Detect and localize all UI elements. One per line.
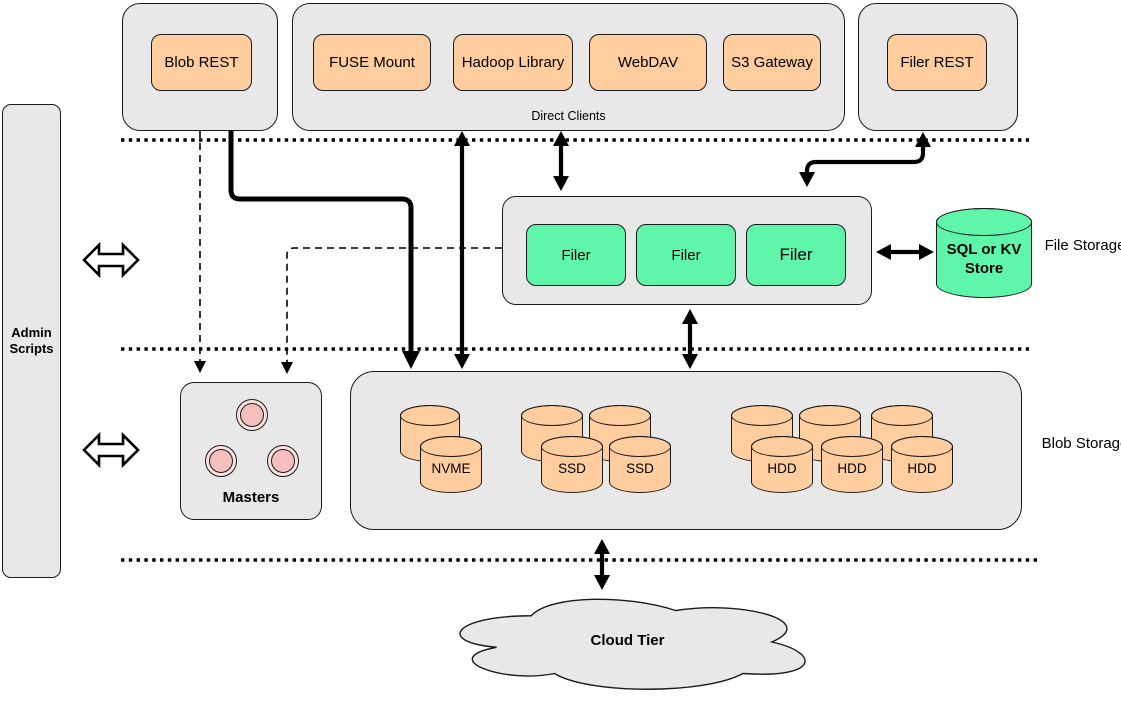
blob-storage-tier-label: Blob Storage (1041, 435, 1121, 452)
sql-kv-store-cylinder-icon: SQL or KV Store (935, 207, 1033, 298)
double-arrow-clients-blobstorage (454, 131, 470, 369)
master-node-icon (267, 445, 299, 477)
nvme-volume-cylinder-icon: NVME (419, 435, 483, 493)
webdav-node: WebDAV (589, 34, 707, 91)
masters-group: Masters (180, 382, 322, 520)
hadoop-library-node: Hadoop Library (453, 34, 573, 91)
blob-rest-group: Blob REST (122, 3, 278, 131)
filer-group: Filer Filer Filer (502, 196, 872, 305)
admin-file-tier-double-arrow-icon (82, 242, 140, 278)
admin-scripts-panel: Admin Scripts (2, 104, 61, 578)
sql-kv-store-label: SQL or KV Store (946, 241, 1022, 277)
hdd-label: HDD (907, 461, 937, 476)
filer-rest-node: Filer REST (887, 34, 987, 91)
double-arrow-clients-filer (553, 131, 569, 191)
arrow-blobrest-to-blobstorage (228, 130, 420, 369)
blob-storage-group: NVME SSD SSD HDD HDD HDD (350, 371, 1022, 530)
hdd-volume-cylinder-icon: HDD (750, 435, 814, 493)
ssd-volume-cylinder-icon: SSD (608, 435, 672, 493)
double-arrow-filerrest-filer (799, 132, 931, 187)
cloud-tier-shape: Cloud Tier (435, 588, 820, 696)
file-storage-tier-label: File Storage (1044, 237, 1121, 254)
filer-node-1: Filer (526, 224, 626, 286)
double-arrow-blobstorage-cloud (594, 539, 610, 590)
direct-clients-caption: Direct Clients (531, 109, 606, 123)
admin-blob-tier-double-arrow-icon (82, 432, 140, 468)
hdd-volume-cylinder-icon: HDD (820, 435, 884, 493)
blob-rest-node: Blob REST (151, 34, 252, 91)
ssd-volume-cylinder-icon: SSD (540, 435, 604, 493)
hdd-volume-cylinder-icon: HDD (890, 435, 954, 493)
filer-rest-group: Filer REST (858, 3, 1018, 131)
cloud-icon (459, 598, 806, 690)
masters-label: Masters (222, 489, 280, 506)
s3-gateway-node: S3 Gateway (723, 34, 821, 91)
double-arrow-filer-blobstorage (682, 309, 698, 369)
ssd-label: SSD (626, 461, 654, 476)
hdd-label: HDD (837, 461, 867, 476)
double-arrow-filer-sqlstore (876, 244, 934, 260)
master-node-icon (205, 445, 237, 477)
dashed-arrow-blobrest-to-masters (194, 131, 206, 373)
dashed-arrow-filer-to-masters (281, 247, 502, 374)
hdd-label: HDD (767, 461, 797, 476)
direct-clients-group: FUSE Mount Hadoop Library WebDAV S3 Gate… (292, 3, 845, 131)
ssd-label: SSD (558, 461, 586, 476)
master-node-icon (236, 399, 268, 431)
nvme-label: NVME (431, 461, 471, 476)
filer-node-2: Filer (636, 224, 736, 286)
filer-node-3: Filer (746, 224, 846, 286)
cloud-tier-label: Cloud Tier (590, 632, 665, 649)
fuse-mount-node: FUSE Mount (313, 34, 431, 91)
